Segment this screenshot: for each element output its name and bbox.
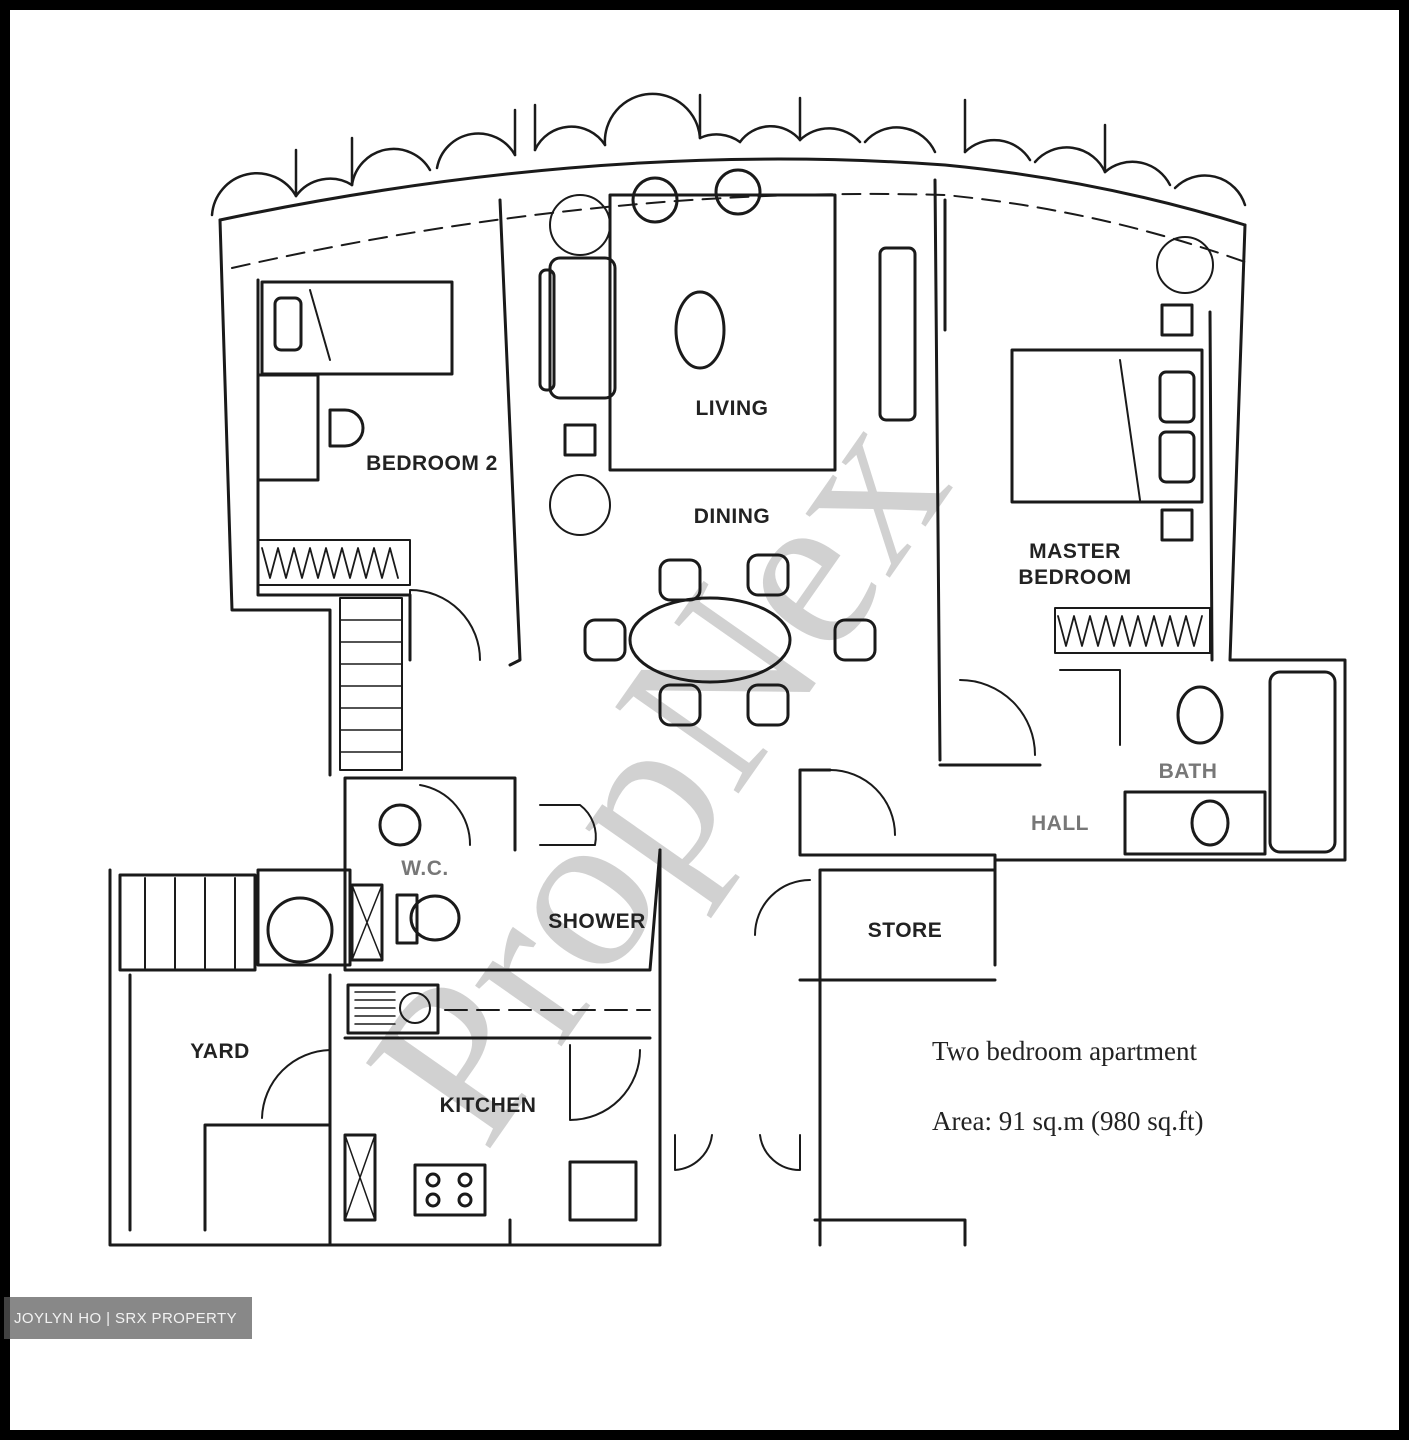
bedroom2-pillow — [273, 296, 303, 352]
master-nightstand-1 — [1160, 303, 1194, 337]
master-wardrobe — [1054, 607, 1211, 654]
master-nightstand-2 — [1160, 508, 1194, 542]
armchair-1 — [631, 176, 679, 224]
closet-strip — [339, 597, 403, 771]
bedroom2-bed — [260, 280, 454, 376]
wc-toilet — [409, 894, 461, 942]
bedroom2-wardrobe — [257, 539, 411, 586]
living-rug — [608, 193, 837, 472]
vanity — [1123, 790, 1267, 856]
curved-facade-outer — [218, 157, 1247, 227]
room-labels: BEDROOM 2 LIVING DINING MASTER BEDROOM W… — [190, 397, 1217, 1117]
armchair-2 — [714, 168, 762, 216]
curved-facade-inner — [231, 192, 1246, 269]
kitchen-sink — [346, 983, 440, 1035]
wc-walls — [343, 776, 662, 972]
dining-chair-3 — [658, 683, 702, 727]
dining-chair-2 — [746, 553, 790, 597]
tv-console — [878, 246, 917, 422]
label-master-1: MASTER — [1029, 540, 1121, 563]
coffee-table — [674, 290, 726, 370]
dining-chair-5 — [583, 618, 627, 662]
hall-walls — [798, 763, 1042, 862]
label-master-2: BEDROOM — [1018, 566, 1131, 589]
yard-door — [261, 1049, 331, 1119]
dining-chair-1 — [658, 558, 702, 602]
master-toilet — [1176, 685, 1224, 745]
dining-table — [628, 596, 792, 684]
wc-door — [419, 784, 472, 846]
label-shower: SHOWER — [548, 910, 646, 933]
entrance-door-right — [759, 1134, 801, 1172]
shower-door — [539, 804, 597, 846]
master-bath-door — [1059, 669, 1121, 746]
dining-chair-4 — [746, 683, 790, 727]
bedroom2-chair — [328, 408, 365, 448]
master-bedroom-door — [959, 679, 1036, 756]
label-living: LIVING — [695, 397, 768, 420]
caption-area: Area: 91 sq.m (980 sq.ft) — [932, 1106, 1203, 1136]
label-wc: W.C. — [401, 857, 449, 880]
label-yard: YARD — [190, 1040, 250, 1063]
label-bedroom-2: BEDROOM 2 — [366, 452, 498, 475]
washer-area — [256, 868, 352, 967]
dining-chair-6 — [833, 618, 877, 662]
kitchen-stove — [413, 1163, 487, 1217]
side-table — [563, 423, 597, 457]
label-hall: HALL — [1031, 812, 1089, 835]
credit-badge: JOYLYN HO | SRX PROPERTY — [4, 1297, 252, 1339]
wardrobe-zigzag-1 — [261, 547, 399, 579]
label-store: STORE — [868, 919, 942, 942]
bathtub — [1268, 670, 1337, 854]
wc-cistern — [395, 893, 419, 945]
caption-title: Two bedroom apartment — [932, 1036, 1198, 1066]
kitchen-fridge — [568, 1160, 638, 1222]
laundry-cabinet — [350, 883, 384, 962]
hall-door — [829, 769, 896, 836]
master-pillow-1 — [1158, 370, 1196, 424]
washing-machine — [266, 896, 334, 964]
entrance-door-left — [674, 1134, 713, 1171]
window-arcs — [210, 92, 1247, 217]
plant-living-2 — [549, 474, 611, 536]
store-door — [754, 879, 811, 936]
sofa — [548, 256, 617, 400]
wc-basin — [378, 803, 422, 847]
plan-lines — [108, 92, 1347, 1247]
kitchen-cabinet — [343, 1133, 377, 1222]
corridor-walls — [508, 848, 967, 1247]
master-bedroom-walls — [933, 178, 1214, 762]
bedroom2-door — [409, 589, 481, 661]
kitchen-door — [569, 1044, 641, 1121]
label-kitchen: KITCHEN — [440, 1094, 537, 1117]
plant-living-1 — [549, 194, 611, 256]
bedroom2-desk — [256, 373, 320, 482]
vanity-basin — [1190, 799, 1230, 847]
master-bed — [1010, 348, 1204, 504]
label-dining: DINING — [694, 505, 771, 528]
label-bath: BATH — [1159, 760, 1218, 783]
yard-drying-rack — [118, 873, 257, 972]
outer-wall-east — [993, 223, 1347, 967]
master-pillow-2 — [1158, 430, 1196, 484]
plant-master — [1156, 236, 1214, 294]
paper-background — [10, 10, 1399, 1430]
outer-wall-west — [218, 218, 332, 777]
